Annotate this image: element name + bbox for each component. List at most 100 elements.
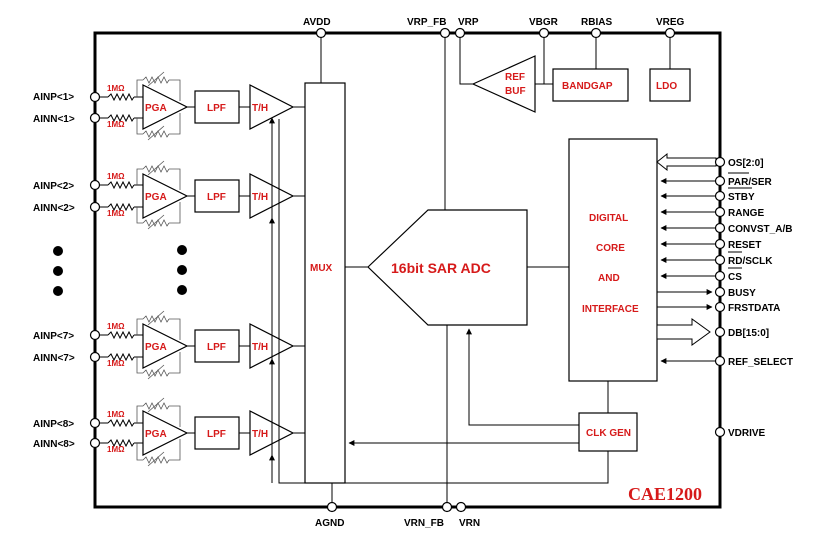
pin-convst xyxy=(714,222,726,234)
resistor-label: 1MΩ xyxy=(107,120,125,129)
clk-gen-label: CLK GEN xyxy=(586,428,631,439)
clk-to-th-bus xyxy=(278,120,609,484)
pin-vrp-fb xyxy=(439,27,451,39)
feedback-resistor xyxy=(142,76,170,84)
pin-label-ainn8: AINN<8> xyxy=(33,439,75,450)
pin-ref_select xyxy=(714,355,726,367)
pin-label-db: DB[15:0] xyxy=(728,328,769,339)
pin-avdd xyxy=(315,27,327,39)
pin-par_ser xyxy=(714,175,726,187)
th-label: T/H xyxy=(252,342,268,353)
feedback-wire xyxy=(136,357,143,374)
pga-label: PGA xyxy=(145,192,167,203)
resistor-p xyxy=(107,180,135,190)
pin-ainp8 xyxy=(89,417,101,429)
pin-rbias xyxy=(590,27,602,39)
pin-label-rd_sclk: RD/SCLK xyxy=(728,256,773,267)
ellipsis-dot xyxy=(177,245,187,255)
pin-rd_sclk xyxy=(714,254,726,266)
pin-label-vrn-fb: VRN_FB xyxy=(404,518,444,529)
pin-ainn8 xyxy=(89,437,101,449)
ellipsis-dot xyxy=(177,265,187,275)
feedback-resistor xyxy=(142,369,170,377)
feedback-wire xyxy=(169,318,181,340)
ellipsis-dot xyxy=(53,286,63,296)
resistor-label: 1MΩ xyxy=(107,84,125,93)
pin-frstdata xyxy=(714,301,726,313)
resistor-label: 1MΩ xyxy=(107,209,125,218)
pin-reset xyxy=(714,238,726,250)
digital-core-block xyxy=(568,138,658,382)
mux-block xyxy=(304,82,346,484)
resistor-label: 1MΩ xyxy=(107,172,125,181)
pin-label-busy: BUSY xyxy=(728,288,756,299)
pin-label-frstdata: FRSTDATA xyxy=(728,303,780,314)
right-pins: OS[2:0] DB[15:0] VDRIVE PAR/SERSTBYRANGE… xyxy=(656,152,793,439)
pga-triangle xyxy=(142,410,189,456)
feedback-wire xyxy=(169,439,181,461)
pga-label: PGA xyxy=(145,342,167,353)
pin-vbgr xyxy=(538,27,550,39)
pin-label-cs: CS xyxy=(728,272,742,283)
resistor-label: 1MΩ xyxy=(107,322,125,331)
resistor-p xyxy=(107,330,135,340)
left-input-pins: AINP<1> AINN<1> AINP<2> AINN<2> AINP<7> … xyxy=(33,91,101,450)
variable-arrow xyxy=(147,451,165,467)
feedback-resistor xyxy=(142,315,170,323)
lpf-label: LPF xyxy=(207,103,226,114)
pin-label-ainp1: AINP<1> xyxy=(33,92,74,103)
pin-ainp7 xyxy=(89,329,101,341)
pin-agnd xyxy=(326,501,338,513)
resistor-label: 1MΩ xyxy=(107,410,125,419)
lpf-label: LPF xyxy=(207,429,226,440)
pin-label-reset: RESET xyxy=(728,240,761,251)
pin-busy xyxy=(714,286,726,298)
pin-label-os: OS[2:0] xyxy=(728,158,764,169)
pin-label-vrp-fb: VRP_FB xyxy=(407,17,446,28)
feedback-wire xyxy=(136,207,143,224)
pin-db xyxy=(714,326,726,338)
feedback-wire xyxy=(136,318,143,335)
digital-label-1: DIGITAL xyxy=(589,213,628,224)
pin-cs xyxy=(714,270,726,282)
feedback-wire xyxy=(169,352,181,374)
bandgap-block xyxy=(552,68,629,102)
feedback-wire xyxy=(169,113,181,135)
resistor-n xyxy=(107,202,135,212)
pin-ainn1 xyxy=(89,112,101,124)
pin-ainn7 xyxy=(89,351,101,363)
resistor-p xyxy=(107,92,135,102)
lpf-block xyxy=(194,90,240,124)
ellipsis-dot xyxy=(53,266,63,276)
lpf-label: LPF xyxy=(207,342,226,353)
ldo-label: LDO xyxy=(656,81,677,92)
pin-label-range: RANGE xyxy=(728,208,764,219)
lpf-label: LPF xyxy=(207,192,226,203)
feedback-wire xyxy=(169,168,181,190)
pga-triangle xyxy=(142,173,189,219)
bandgap-label: BANDGAP xyxy=(562,81,613,92)
variable-arrow xyxy=(147,160,165,176)
pin-label-ainn1: AINN<1> xyxy=(33,114,75,125)
feedback-resistor xyxy=(142,165,170,173)
pin-vrn-fb xyxy=(441,501,453,513)
pin-os xyxy=(714,156,726,168)
resistor-label: 1MΩ xyxy=(107,445,125,454)
resistor-n xyxy=(107,113,135,123)
channel-ellipsis-dots xyxy=(53,245,187,296)
pin-stby xyxy=(714,190,726,202)
mux-label: MUX xyxy=(310,263,333,274)
pin-label-par_ser: PAR/SER xyxy=(728,177,772,188)
feedback-wire xyxy=(136,443,143,461)
sar-adc-label: 16bit SAR ADC xyxy=(391,260,491,276)
os-bus-arrow xyxy=(656,152,717,172)
pin-label-agnd: AGND xyxy=(315,518,344,529)
variable-arrow xyxy=(147,310,165,326)
pin-label-vbgr: VBGR xyxy=(529,17,559,28)
variable-arrow xyxy=(147,214,165,230)
feedback-wire xyxy=(136,405,143,423)
pga-label: PGA xyxy=(145,429,167,440)
pin-range xyxy=(714,206,726,218)
